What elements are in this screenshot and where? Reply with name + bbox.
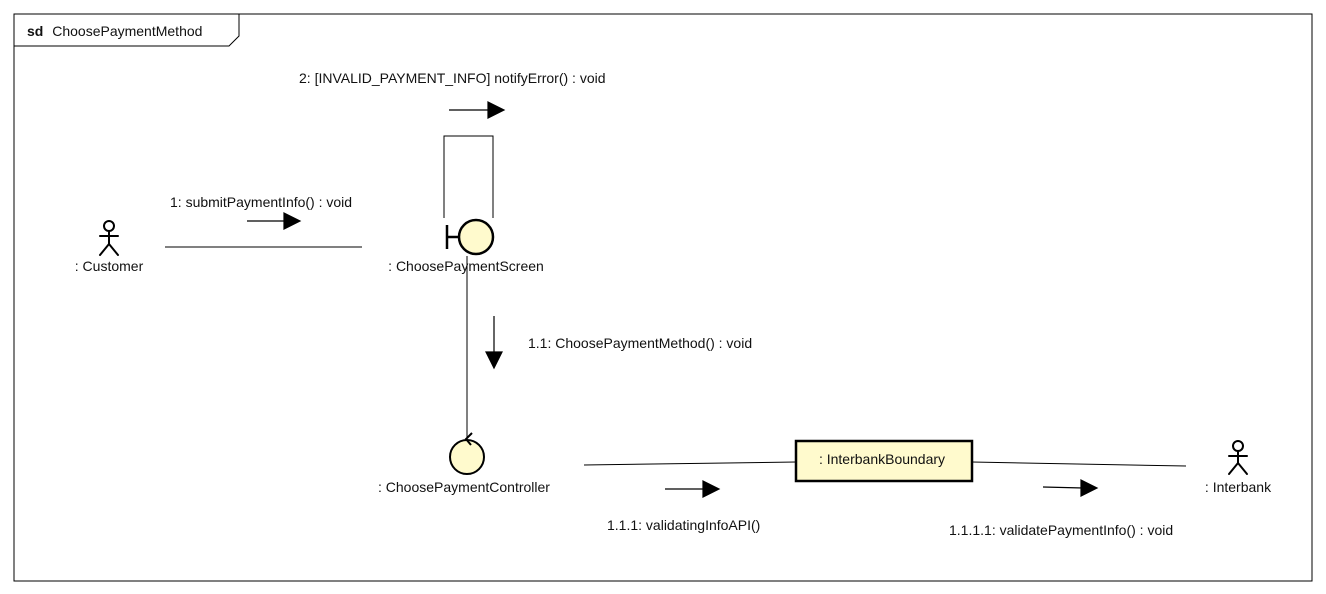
message-arrow-1-1: [485, 316, 503, 370]
arrowhead-right-icon: [283, 212, 302, 230]
link-screen-self[interactable]: [443, 135, 494, 218]
participant-label: : InterbankBoundary: [819, 451, 945, 467]
message-label-1: 1: submitPaymentInfo() : void: [170, 194, 352, 210]
arrowhead-right-icon: [1080, 479, 1099, 497]
frame-border: [13, 13, 1313, 582]
message-arrow-1-1-1-1: [1042, 479, 1099, 497]
arrowhead-right-icon: [487, 101, 506, 119]
arrowhead-right-icon: [702, 480, 721, 498]
participant-interbank[interactable]: : Interbank: [1205, 440, 1272, 495]
boundary-icon: [445, 218, 495, 256]
message-arrow-1: [247, 212, 302, 230]
participant-label: : Customer: [75, 258, 144, 274]
participant-choose-payment-screen[interactable]: : ChoosePaymentScreen: [388, 218, 544, 274]
message-label-1-1: 1.1: ChoosePaymentMethod() : void: [528, 335, 752, 351]
frame-keyword: sd: [27, 23, 43, 39]
link-controller-interbank-boundary[interactable]: [583, 461, 797, 466]
actor-icon: [1228, 440, 1248, 475]
message-arrows: [247, 101, 1099, 498]
diagram-frame: sd ChoosePaymentMethod: [13, 13, 1313, 582]
participant-customer[interactable]: : Customer: [75, 220, 144, 274]
link-interbank-boundary-interbank[interactable]: [971, 461, 1187, 467]
message-arrow-2: [449, 101, 506, 119]
frame-title-tab: [14, 14, 240, 47]
actor-icon: [99, 220, 119, 256]
participant-interbank-boundary[interactable]: : InterbankBoundary: [794, 439, 974, 483]
control-icon: [449, 432, 485, 475]
message-labels: 1: submitPaymentInfo() : void 2: [INVALI…: [170, 70, 1173, 538]
message-label-1-1-1: 1.1.1: validatingInfoAPI(): [607, 517, 760, 533]
participant-label: : Interbank: [1205, 479, 1272, 495]
frame-name: ChoosePaymentMethod: [52, 23, 202, 39]
arrowhead-down-icon: [485, 351, 503, 370]
message-label-1-1-1-1: 1.1.1.1: validatePaymentInfo() : void: [949, 522, 1173, 538]
links: [165, 135, 1187, 467]
participant-choose-payment-controller[interactable]: : ChoosePaymentController: [378, 432, 550, 495]
participant-label: : ChoosePaymentController: [378, 479, 550, 495]
frame-title: sd ChoosePaymentMethod: [27, 23, 202, 39]
object-box: [794, 439, 974, 483]
message-arrow-1-1-1: [665, 480, 721, 498]
participant-label: : ChoosePaymentScreen: [388, 258, 544, 274]
message-label-2: 2: [INVALID_PAYMENT_INFO] notifyError() …: [299, 70, 606, 86]
